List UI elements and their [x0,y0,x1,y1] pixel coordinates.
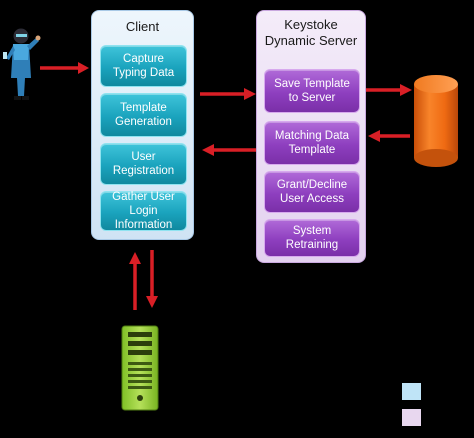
person-shoe-left [14,96,21,100]
arrow-user-to-client [40,62,89,74]
arrow-server-to-client [202,144,256,156]
client-template-generation-label: Template Generation [115,102,172,128]
client-gather-login-label: Gather User Login Information [112,191,175,231]
client-title: Client [125,19,160,34]
person-drink [3,52,7,59]
person-shoe-right [22,96,29,100]
person-icon [3,28,41,100]
computer-tower-icon [121,325,159,411]
server-title: Keystoke Dynamic Server [264,17,358,48]
legend-server-swatch [402,409,421,426]
arrow-client-to-computer [146,250,158,308]
arrow-server-to-database [366,84,412,96]
person-glasses [16,34,27,37]
person-hand [35,35,41,41]
server-panel: Keystoke Dynamic Server Save Template to… [256,10,366,263]
arrow-computer-to-client [129,252,141,310]
client-capture-typing-data-box: Capture Typing Data [100,45,187,87]
client-template-generation-box: Template Generation [100,93,187,137]
server-system-retraining-box: System Retraining [264,219,360,257]
person-jacket [13,44,29,60]
server-matching-template-box: Matching Data Template [264,121,360,165]
client-user-registration-label: User Registration [112,151,175,177]
server-grant-decline-label: Grant/Decline User Access [276,179,348,205]
server-matching-template-label: Matching Data Template [274,130,350,156]
server-system-retraining-label: System Retraining [285,225,339,251]
client-capture-typing-data-label: Capture Typing Data [112,53,175,79]
server-grant-decline-box: Grant/Decline User Access [264,171,360,213]
client-panel: Client Capture Typing Data Template Gene… [91,10,194,240]
arrow-client-to-server [200,88,256,100]
person-raised-arm [27,38,39,50]
database-icon [414,75,458,167]
arrow-database-to-server [368,130,410,142]
server-save-template-label: Save Template to Server [274,78,350,104]
client-gather-login-box: Gather User Login Information [100,191,187,231]
legend-client-swatch [402,383,421,400]
client-user-registration-box: User Registration [100,143,187,185]
server-save-template-box: Save Template to Server [264,69,360,113]
person-left-arm [6,46,15,60]
